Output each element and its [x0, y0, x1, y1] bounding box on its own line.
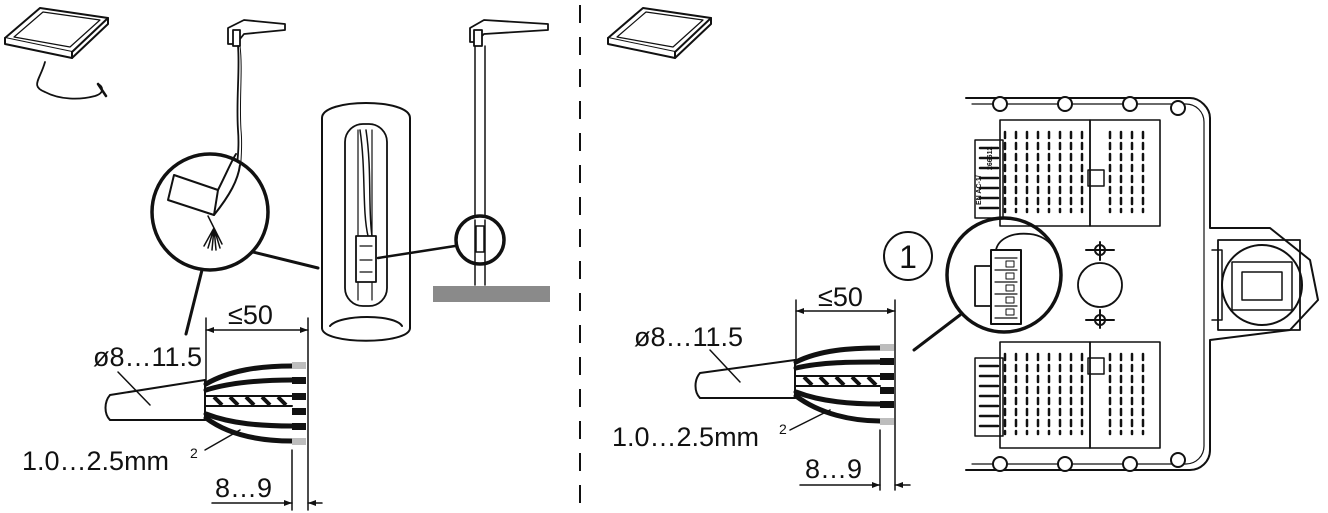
- control-module-with-cable-icon: [4, 7, 109, 100]
- strip-length-label: 8…9: [215, 473, 272, 503]
- pole-cutaway-detail: [321, 102, 457, 342]
- terminal-block-magnifier: [912, 216, 1063, 352]
- callout-number: 1: [899, 239, 917, 275]
- left-panel: ≤50 ø8…11.5 1.0…2.5mm 2 8…9: [4, 7, 550, 511]
- cable-strip-detail-right: [694, 299, 911, 491]
- housing-marking-2: 266612: [987, 147, 994, 170]
- ground-bar: [433, 286, 550, 302]
- cable-diameter-label: ø8…11.5: [93, 342, 202, 372]
- control-module-icon: [607, 7, 712, 59]
- cable-end-magnifier: [150, 152, 320, 336]
- luminaire-housing-top-view: [965, 96, 1319, 472]
- cable-diameter-label-right: ø8…11.5: [634, 322, 743, 352]
- wire-section-label: 1.0…2.5mm: [22, 446, 169, 476]
- callout-circle: [883, 231, 933, 281]
- wire-section-label-right: 1.0…2.5mm: [612, 422, 759, 452]
- cable-strip-detail-left: [104, 317, 323, 511]
- cable-length-label-right: ≤50: [818, 282, 863, 312]
- wire-section-superscript: 2: [190, 445, 198, 461]
- housing-marking-1: EN AC-1/: [976, 175, 983, 205]
- pole-with-ground-plate: [454, 19, 549, 286]
- cable-length-label: ≤50: [228, 300, 273, 330]
- strip-length-label-right: 8…9: [805, 454, 862, 484]
- wire-section-superscript-right: 2: [779, 421, 787, 437]
- right-panel: 1: [607, 7, 1319, 491]
